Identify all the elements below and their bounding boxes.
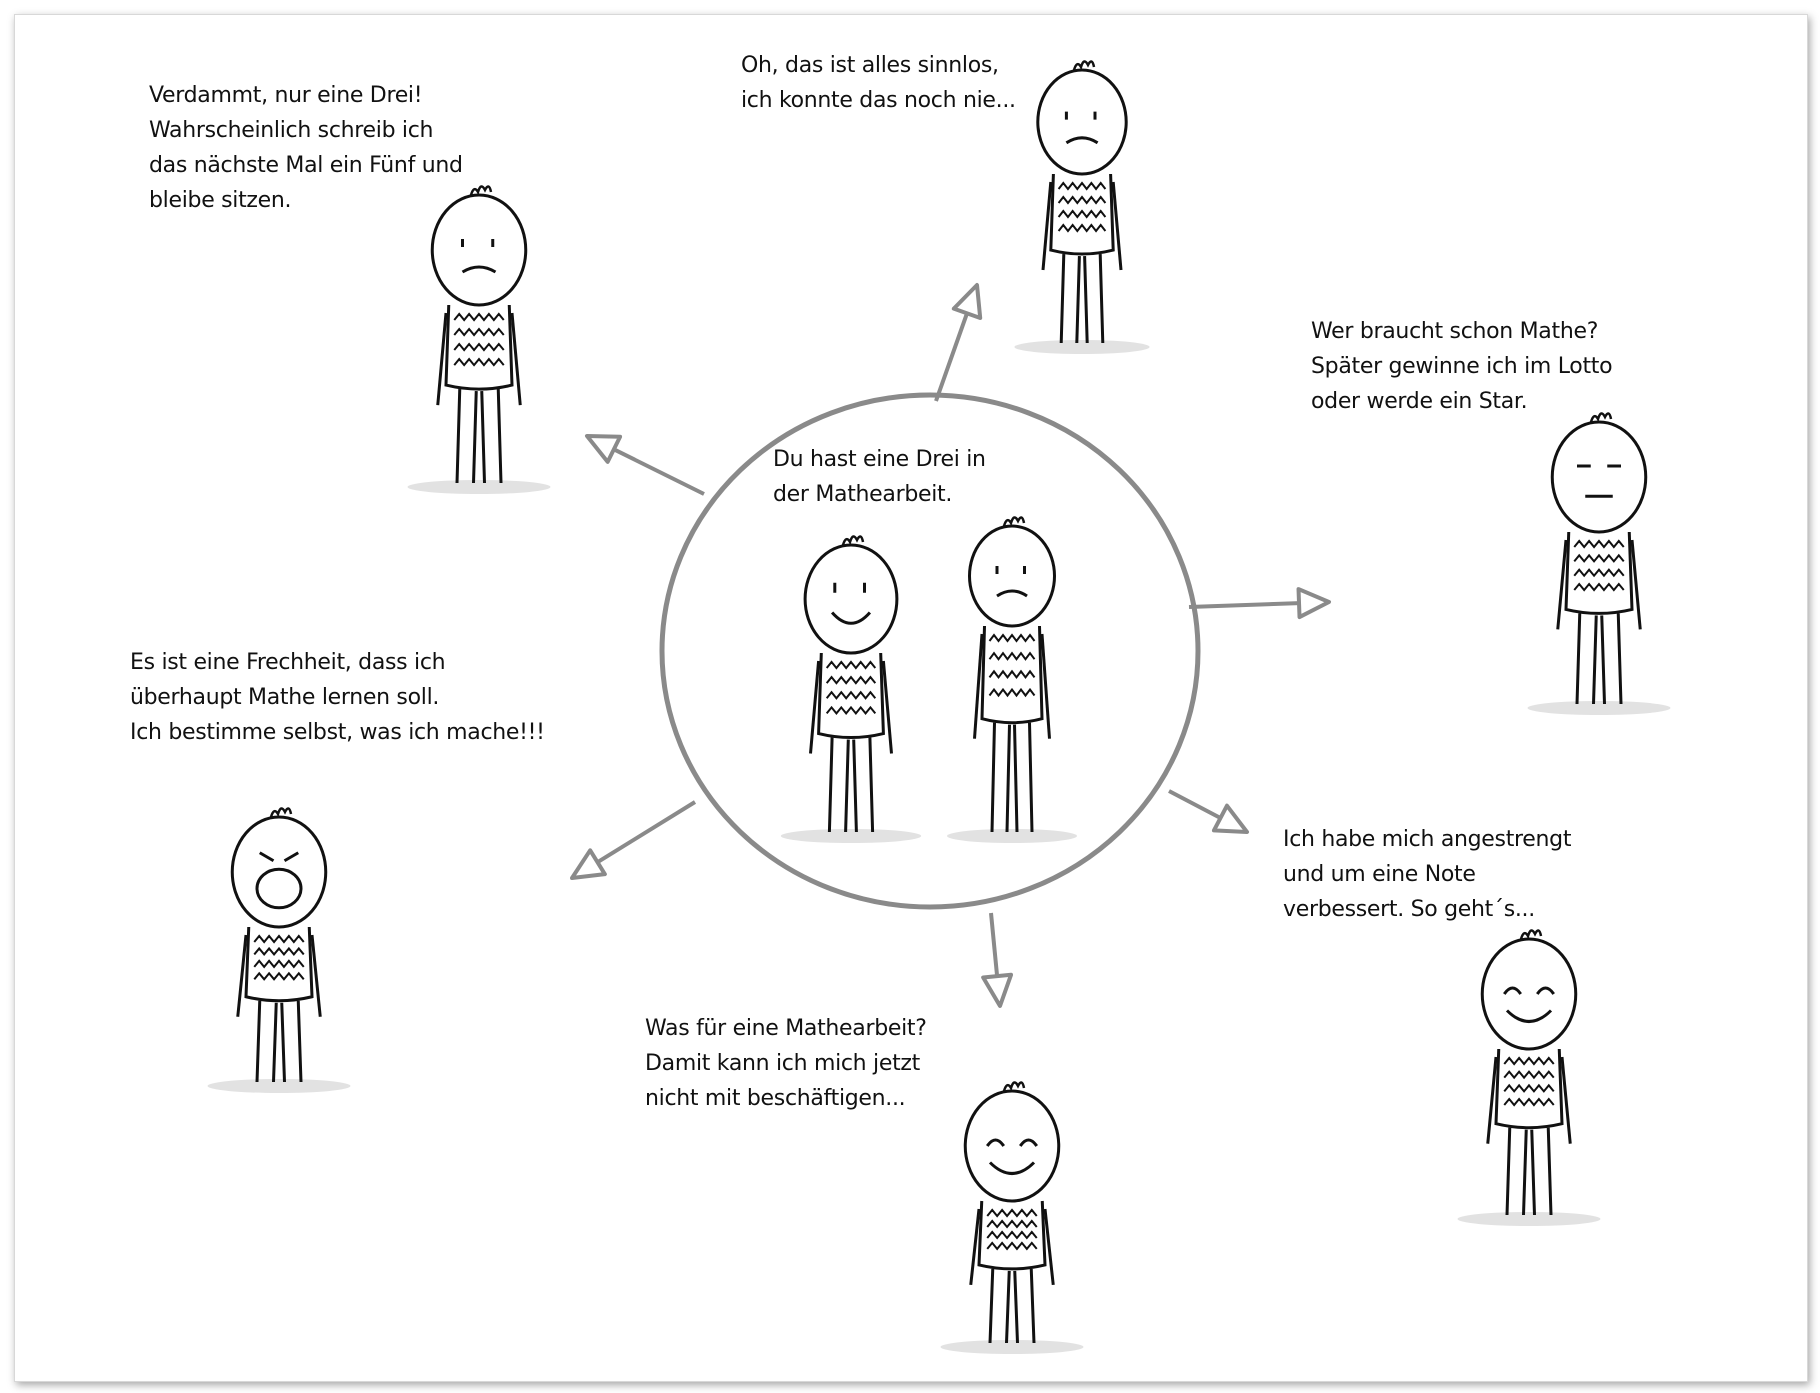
arrow-icon [570,800,697,880]
speech-line: verbessert. So geht´s... [1283,897,1535,922]
speech-line: Es ist eine Frechheit, dass ich [130,650,446,675]
head [1036,68,1128,176]
speech-line: Was für eine Mathearbeit? [645,1016,927,1041]
center-circle [659,392,1201,910]
speech-line: Ich bestimme selbst, was ich mache!!! [130,720,545,745]
speech-avoidant: Was für eine Mathearbeit? Damit kann ich… [645,1011,927,1116]
head [803,543,899,655]
center-caption: Du hast eine Drei in der Mathearbeit. [773,442,986,512]
speech-line: bleibe sitzen. [149,188,292,213]
arrows [570,283,1331,1008]
speech-line: Oh, das ist alles sinnlos, [741,53,999,78]
arrow-icon [934,283,983,402]
speech-line: oder werde ein Star. [1311,389,1528,414]
speech-resigned: Oh, das ist alles sinnlos, ich konnte da… [741,48,1016,118]
head [430,193,528,307]
speech-line: Später gewinne ich im Lotto [1311,354,1613,379]
speech-line: überhaupt Mathe lernen soll. [130,685,440,710]
speech-anxious: Verdammt, nur eine Drei! Wahrscheinlich … [149,78,463,218]
speech-line: Wahrscheinlich schreib ich [149,118,434,143]
head [968,524,1056,628]
figure-proud [1457,929,1601,1226]
head [1480,937,1578,1051]
speech-line: Ich habe mich angestrengt [1283,827,1572,852]
speech-line: Damit kann ich mich jetzt [645,1051,920,1076]
figure-resigned [1014,60,1150,354]
head [963,1089,1061,1203]
speech-line: und um eine Note [1283,862,1476,887]
speech-dismissive: Wer braucht schon Mathe? Später gewinne … [1311,314,1613,419]
speech-proud: Ich habe mich angestrengt und um eine No… [1283,822,1571,927]
arrow-icon [1168,789,1249,834]
figure-angry [207,807,351,1093]
figures [207,60,1671,1354]
arrow-icon [585,434,705,496]
arrow-icon [1188,587,1331,620]
speech-line: nicht mit beschäftigen... [645,1086,906,1111]
figure-avoidant [940,1081,1084,1354]
figure-center-adult [947,516,1077,843]
speech-line: das nächste Mal ein Fünf und [149,153,463,178]
head [1550,420,1648,534]
figure-center-child [780,535,922,843]
speech-angry: Es ist eine Frechheit, dass ich überhaup… [130,645,545,750]
caption-line: Du hast eine Drei in [773,447,986,472]
speech-line: ich konnte das noch nie... [741,88,1016,113]
figure-anxious [407,185,551,494]
figure-dismissive [1527,412,1671,715]
caption-line: der Mathearbeit. [773,482,953,507]
speech-line: Wer braucht schon Mathe? [1311,319,1599,344]
speech-line: Verdammt, nur eine Drei! [149,83,423,108]
arrow-icon [981,912,1014,1008]
